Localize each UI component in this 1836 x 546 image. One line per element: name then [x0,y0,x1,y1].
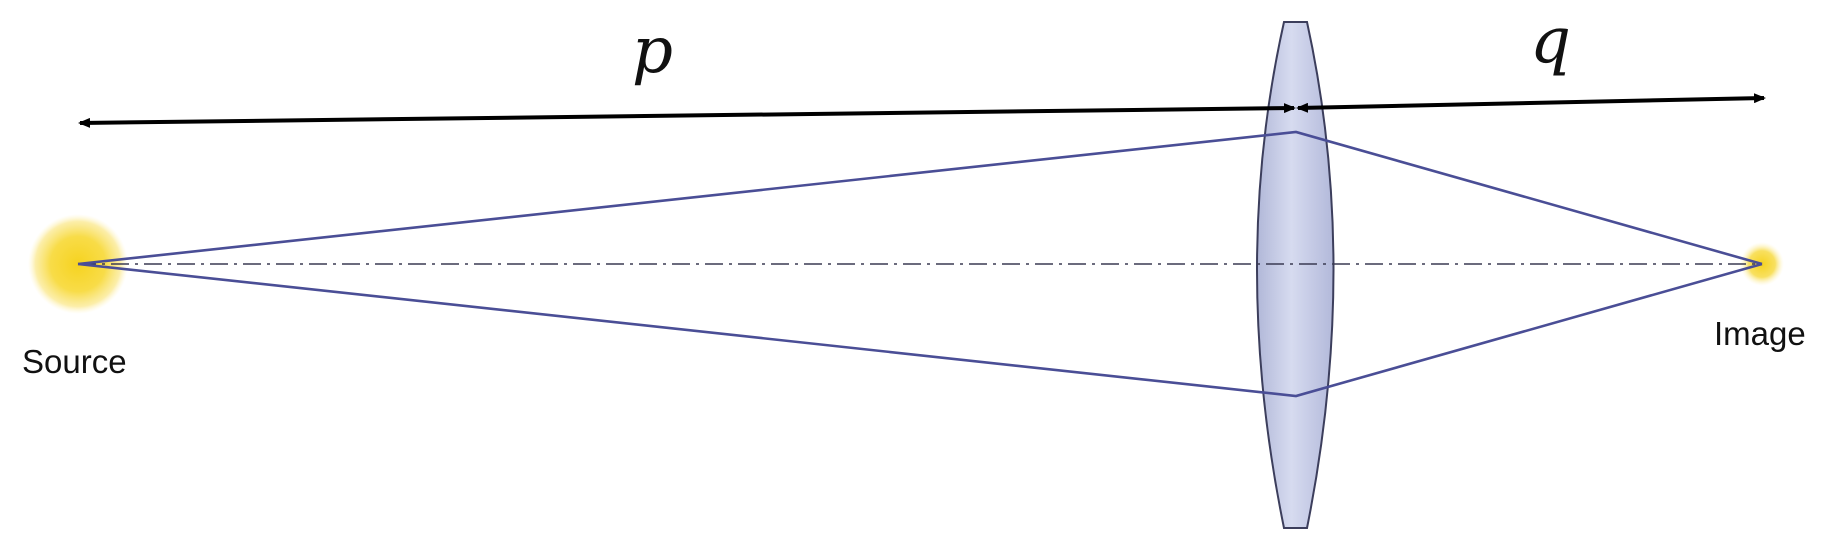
converging-lens [1256,21,1335,529]
object-distance-arrow [78,103,1296,128]
object-distance-label: p [632,14,673,88]
upper-ray [77,130,1763,266]
lower-ray [77,262,1763,398]
source-label: Source [22,343,127,380]
image-distance-arrow [1296,93,1766,113]
image-label: Image [1714,315,1806,352]
image-distance-label: q [1530,4,1571,78]
